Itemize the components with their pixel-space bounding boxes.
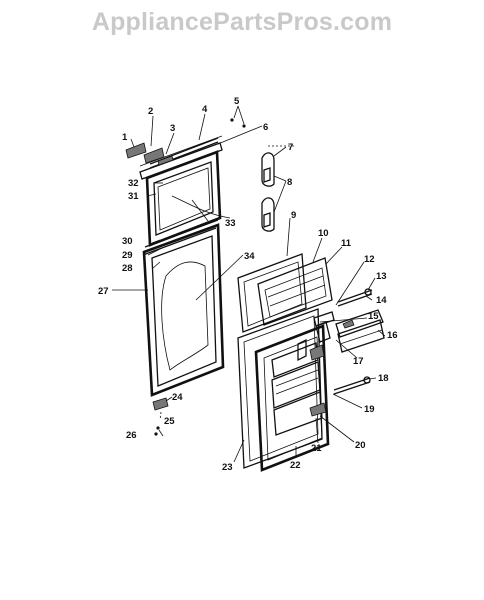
shelf-rail-bottom — [333, 376, 371, 395]
callout-23: 23 — [222, 462, 233, 473]
callout-24: 24 — [172, 392, 183, 403]
fasteners-5 — [230, 118, 246, 128]
callout-14: 14 — [376, 295, 387, 306]
dairy-door — [337, 319, 385, 353]
callout-20: 20 — [355, 440, 366, 451]
callout-21: 21 — [311, 443, 322, 454]
callout-13: 13 — [376, 271, 387, 282]
callout-33: 33 — [225, 218, 236, 229]
butter-compartment — [335, 309, 384, 338]
callout-11: 11 — [341, 238, 352, 249]
callout-1: 1 — [122, 132, 128, 143]
leader-lines — [112, 105, 386, 463]
callout-5: 5 — [234, 96, 240, 107]
callout-17: 17 — [353, 356, 364, 367]
outer-gasket — [237, 308, 323, 469]
callout-29: 29 — [122, 250, 133, 261]
callout-28: 28 — [122, 263, 133, 274]
door-rack-top — [257, 257, 333, 326]
cantilever-bracket — [313, 311, 335, 343]
door-gasket-lower — [142, 219, 219, 256]
freezer-gasket — [139, 135, 223, 180]
callout-10: 10 — [318, 228, 329, 239]
callout-16: 16 — [387, 330, 398, 341]
watermark-text: AppliancePartsPros.com — [91, 8, 393, 36]
handle-upper — [261, 152, 275, 187]
freezer-handle-pieces — [125, 142, 174, 166]
callout-25: 25 — [164, 416, 175, 427]
callout-31: 31 — [128, 191, 139, 202]
shelf-rail-top — [337, 288, 373, 307]
callout-19: 19 — [364, 404, 375, 415]
fresh-food-door — [142, 223, 225, 397]
handle-lower — [261, 197, 275, 232]
callout-2: 2 — [148, 106, 153, 117]
callout-22: 22 — [290, 460, 301, 471]
door-hinge-parts — [152, 397, 169, 436]
door-inner-panel — [254, 324, 330, 472]
callout-27: 27 — [98, 286, 109, 297]
callout-12: 12 — [364, 254, 375, 265]
callout-32: 32 — [128, 178, 139, 189]
callout-7: 7 — [288, 142, 293, 153]
callout-18: 18 — [378, 373, 389, 384]
callout-34: 34 — [244, 251, 255, 262]
inner-door-liner — [237, 253, 307, 333]
callout-26: 26 — [126, 430, 137, 441]
callout-15: 15 — [368, 311, 379, 322]
callout-4: 4 — [202, 104, 208, 115]
callout-6: 6 — [263, 122, 268, 133]
callout-3: 3 — [170, 123, 175, 134]
callouts: 1 2 3 4 5 6 7 8 9 10 11 12 13 14 15 16 1… — [98, 96, 398, 473]
callout-9: 9 — [291, 210, 296, 221]
callout-8: 8 — [287, 177, 292, 188]
callout-30: 30 — [122, 236, 133, 247]
